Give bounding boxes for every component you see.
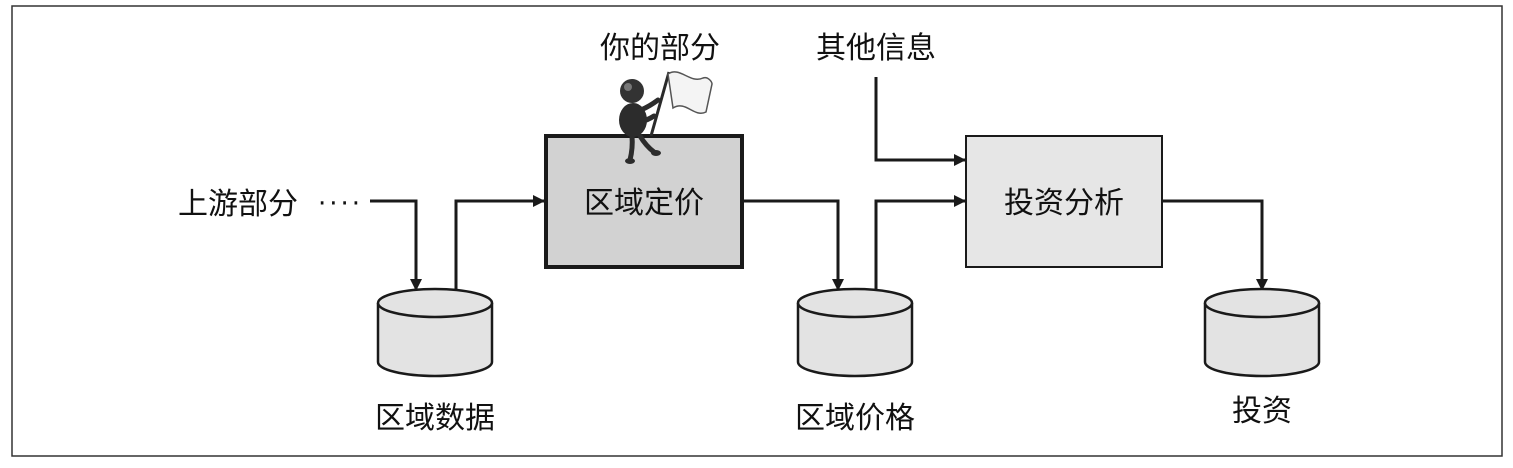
- other-info-label: 其他信息: [816, 31, 936, 66]
- regional-data-label: 区域数据: [375, 401, 495, 436]
- regional-pricing-box: [544, 134, 744, 269]
- outer-frame: [11, 5, 1503, 457]
- regional-pricing-label: 区域定价: [584, 186, 704, 221]
- process-regional-pricing: 区域定价: [544, 134, 744, 269]
- datastore-regional-prices: 区域价格: [795, 287, 915, 436]
- upstream-ellipsis: ····: [318, 189, 363, 219]
- arrow-analysis-to-investment: [1163, 199, 1268, 291]
- arrow-prices-to-analysis: [874, 195, 966, 290]
- arrow-otherinfo-to-analysis: [874, 77, 966, 166]
- regional-prices-label: 区域价格: [795, 401, 915, 436]
- arrow-upstream-to-data: [370, 199, 422, 291]
- datastore-regional-data: 区域数据: [375, 287, 495, 436]
- flag-person-icon: [619, 71, 713, 164]
- arrow-data-to-pricing: [454, 195, 545, 290]
- arrow-pricing-to-prices: [744, 199, 844, 291]
- investment-analysis-label: 投资分析: [1004, 186, 1124, 221]
- process-investment-analysis: 投资分析: [965, 135, 1163, 268]
- your-part-label: 你的部分: [600, 31, 720, 66]
- upstream-label: 上游部分: [178, 187, 298, 222]
- investment-analysis-box: [965, 135, 1163, 268]
- investment-label: 投资: [1232, 394, 1292, 429]
- datastore-investment: 投资: [1203, 287, 1321, 429]
